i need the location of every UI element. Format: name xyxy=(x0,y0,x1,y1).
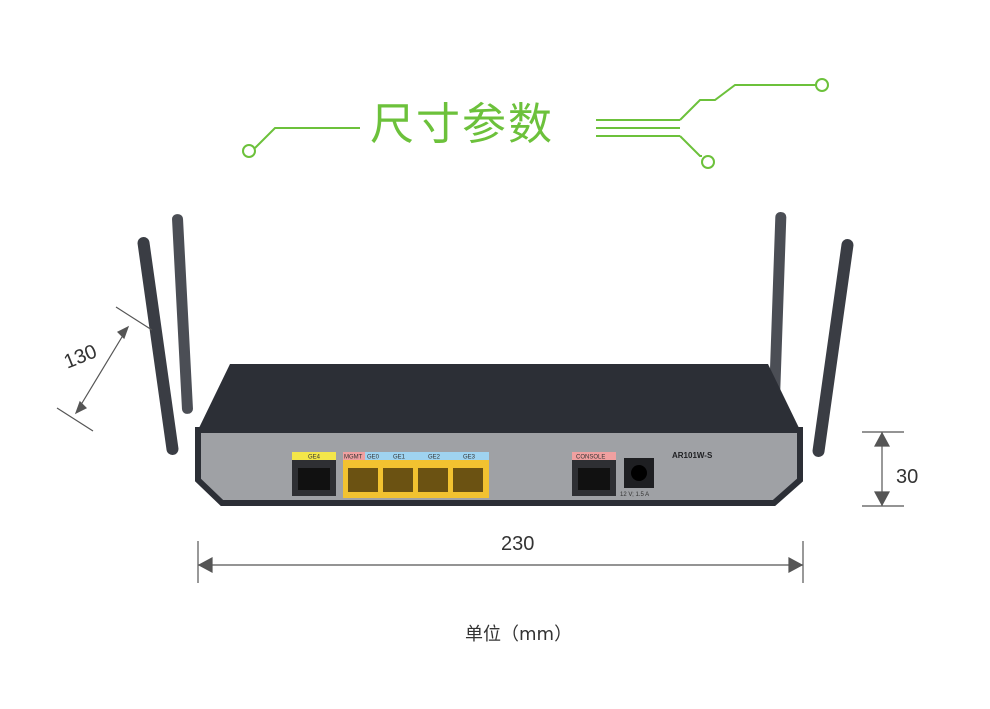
height-dimension-label: 30 xyxy=(896,466,919,488)
power-label: 12 V; 1.5 A xyxy=(620,492,649,498)
unit-label: 单位（mm） xyxy=(465,624,573,645)
width-dimension-label: 230 xyxy=(501,533,535,555)
port-label-ge1: GE1 xyxy=(393,455,406,461)
antenna-icon xyxy=(137,212,854,457)
port-label-console: CONSOLE xyxy=(576,455,605,461)
port-label-ge3: GE3 xyxy=(463,455,476,461)
port-label-mgmt: MGMT xyxy=(344,455,363,461)
port-label-ge0: GE0 xyxy=(367,455,380,461)
model-label: AR101W-S xyxy=(672,451,713,460)
page-title: 尺寸参数 xyxy=(370,99,554,150)
port-label-ge4: GE4 xyxy=(308,455,321,461)
port-label-ge2: GE2 xyxy=(428,455,441,461)
